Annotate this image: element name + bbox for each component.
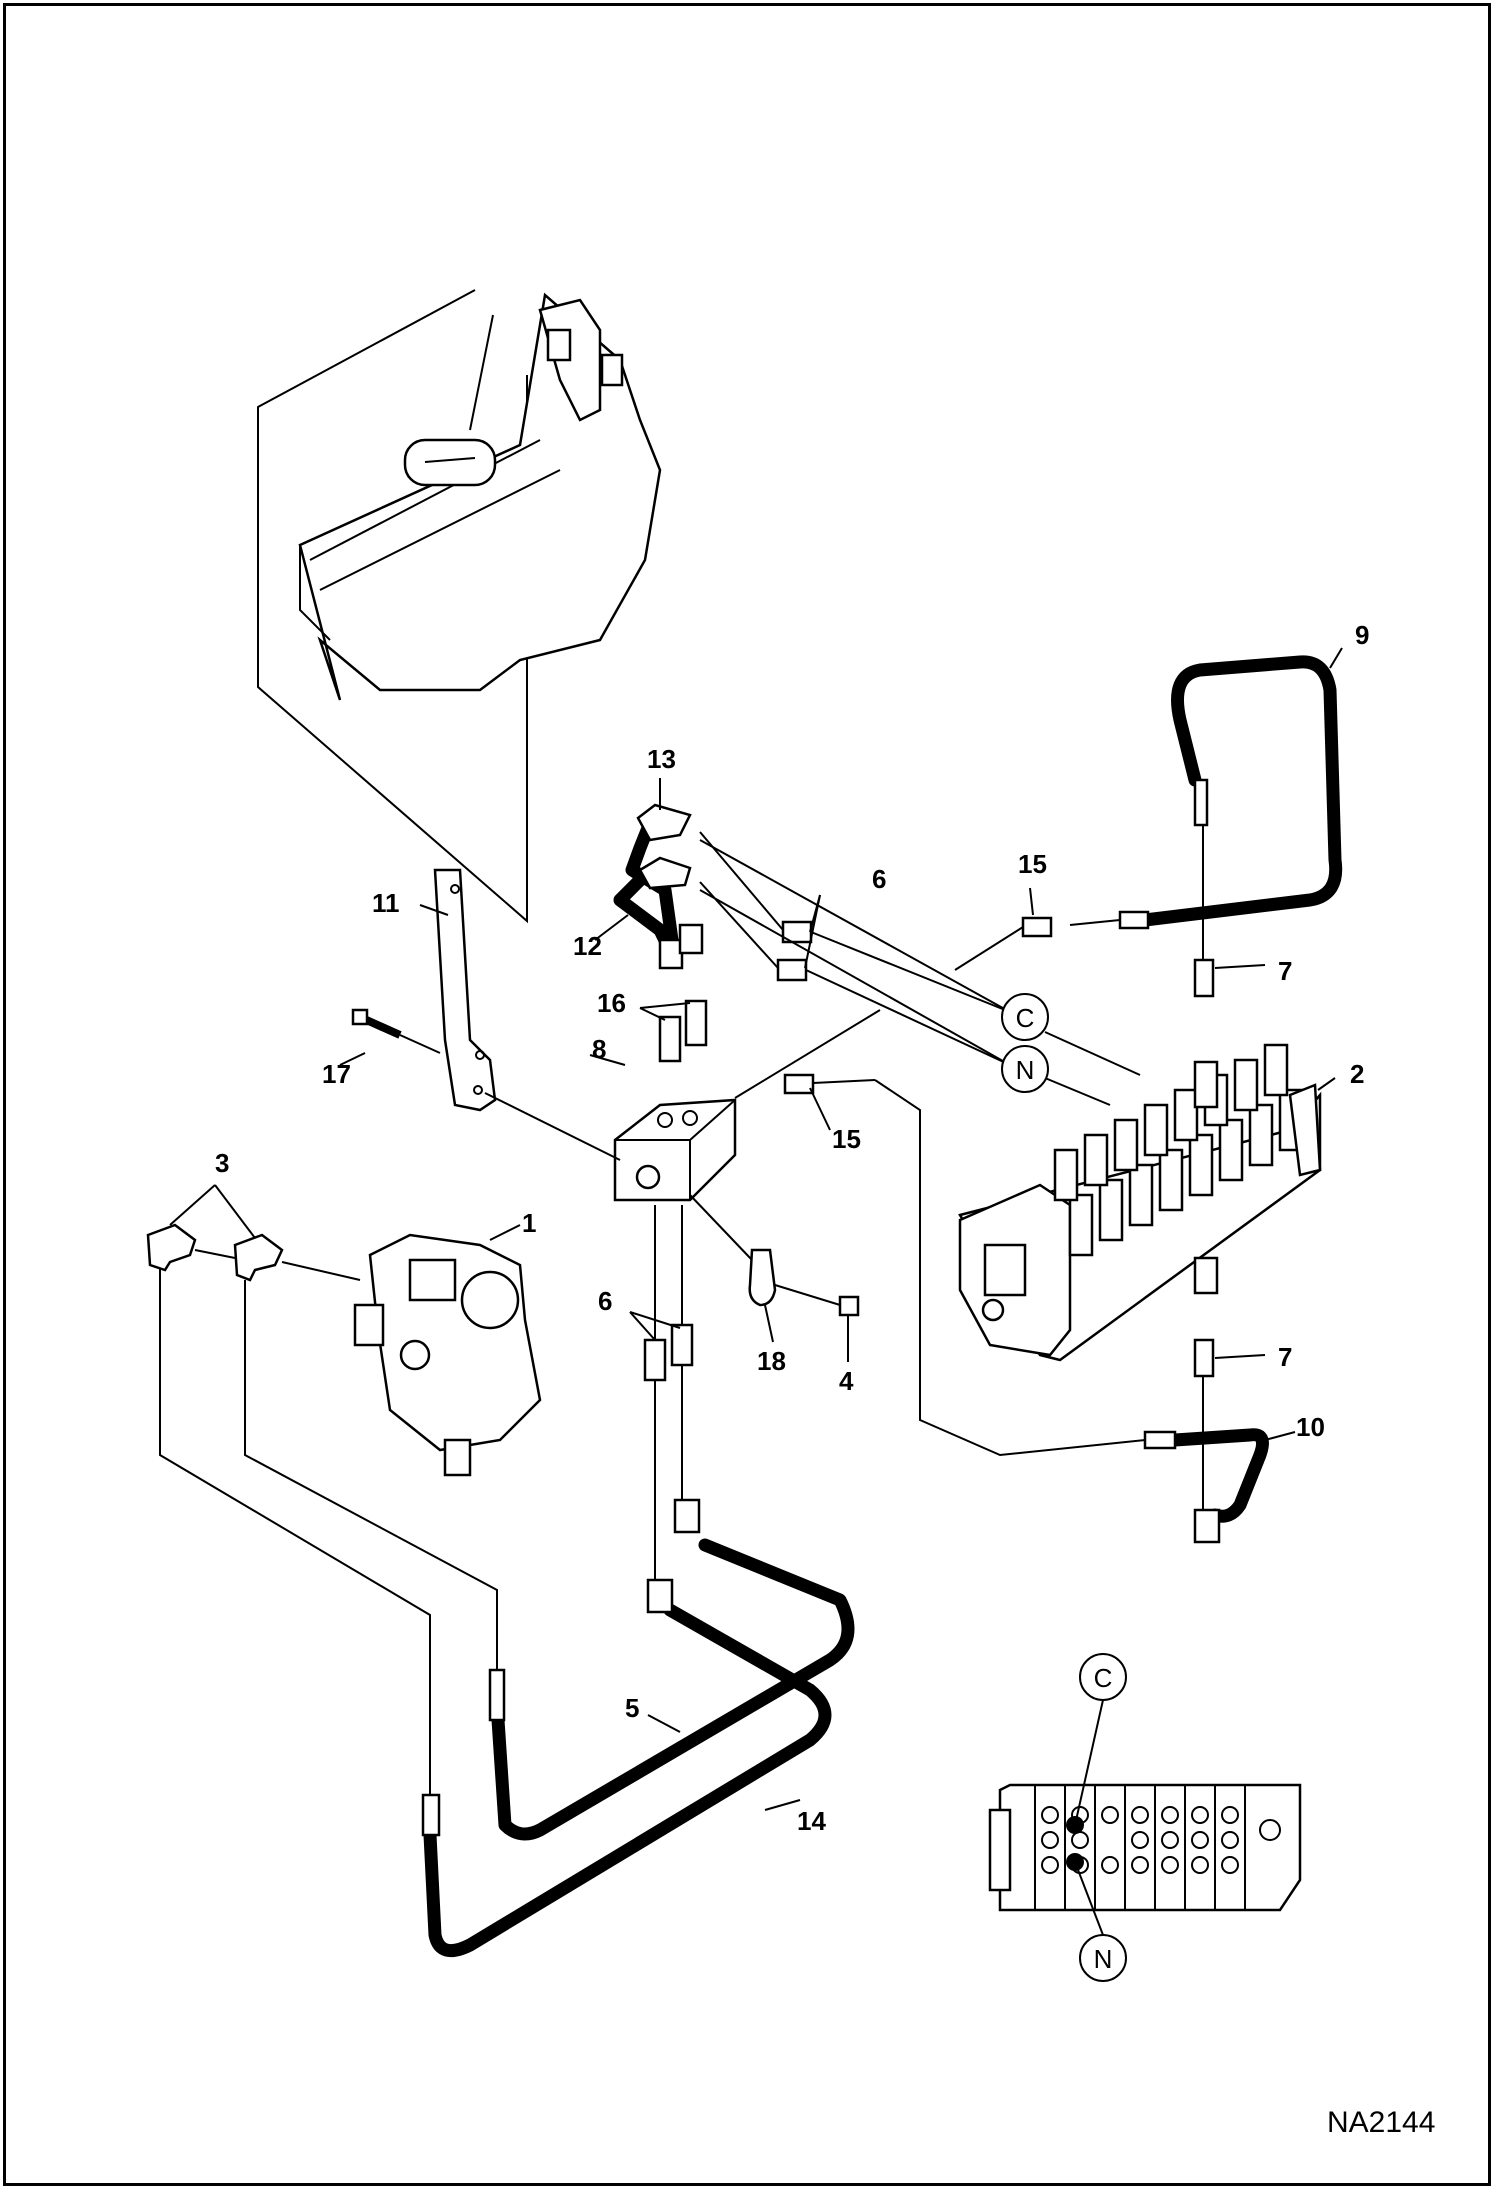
callout-9: 9: [1355, 620, 1369, 650]
drawing-code: NA2144: [1327, 2106, 1435, 2139]
callout-4: 4: [839, 1366, 854, 1396]
callout-5: 5: [625, 1693, 639, 1723]
port-c-label: C: [1016, 1003, 1035, 1033]
bolt: [351, 1008, 402, 1039]
callout-3: 3: [215, 1148, 229, 1178]
mounting-bracket: [433, 868, 497, 1112]
leader-lines: [159, 831, 1146, 1795]
hose-10: [1143, 1376, 1269, 1544]
callout-1: 1: [522, 1208, 536, 1238]
valve-block: [613, 1098, 737, 1202]
hydraulic-motor: [353, 1233, 542, 1477]
control-valve-assembly: [958, 1043, 1322, 1362]
callout-6-lower: 6: [598, 1286, 612, 1316]
fittings-15-7: [783, 916, 1215, 1378]
port-markers: C N C N: [1001, 993, 1127, 1982]
callout-8: 8: [592, 1034, 606, 1064]
callout-6-upper: 6: [872, 864, 886, 894]
hose-9: [1069, 655, 1343, 960]
port-n-label: N: [1016, 1055, 1035, 1085]
fitting-pair-16: [658, 999, 708, 1063]
fitting-pair-3: [146, 1223, 284, 1282]
callout-labels: 1 2 3 4 5 6 6 7 7 8 9 10 11 12 13 14 15 …: [215, 620, 1369, 1836]
callout-leaders: [169, 647, 1343, 1811]
callout-12: 12: [573, 931, 602, 961]
callout-7-lower: 7: [1278, 1342, 1292, 1372]
fitting-pair-6-lower: [643, 1323, 694, 1382]
callout-2: 2: [1350, 1059, 1364, 1089]
callout-10: 10: [1296, 1412, 1325, 1442]
callout-13: 13: [647, 744, 676, 774]
callout-15-lower: 15: [832, 1124, 861, 1154]
callout-14: 14: [797, 1806, 826, 1836]
hose-5: [488, 1498, 855, 1841]
callout-11: 11: [372, 888, 400, 918]
callout-15-upper: 15: [1018, 849, 1047, 879]
detail-n-label: N: [1094, 1944, 1113, 1974]
clamp-and-nut: [748, 1248, 860, 1317]
callout-16: 16: [597, 988, 626, 1018]
detail-c-label: C: [1094, 1663, 1113, 1693]
callout-17: 17: [322, 1059, 351, 1089]
callout-7-upper: 7: [1278, 956, 1292, 986]
callout-18: 18: [757, 1346, 786, 1376]
drawing-border: [3, 3, 1491, 2186]
valve-port-detail: [988, 1699, 1302, 1936]
hose-12-13: [613, 803, 704, 970]
hose-14: [421, 1578, 832, 1958]
cab-inset-view: [257, 289, 662, 924]
